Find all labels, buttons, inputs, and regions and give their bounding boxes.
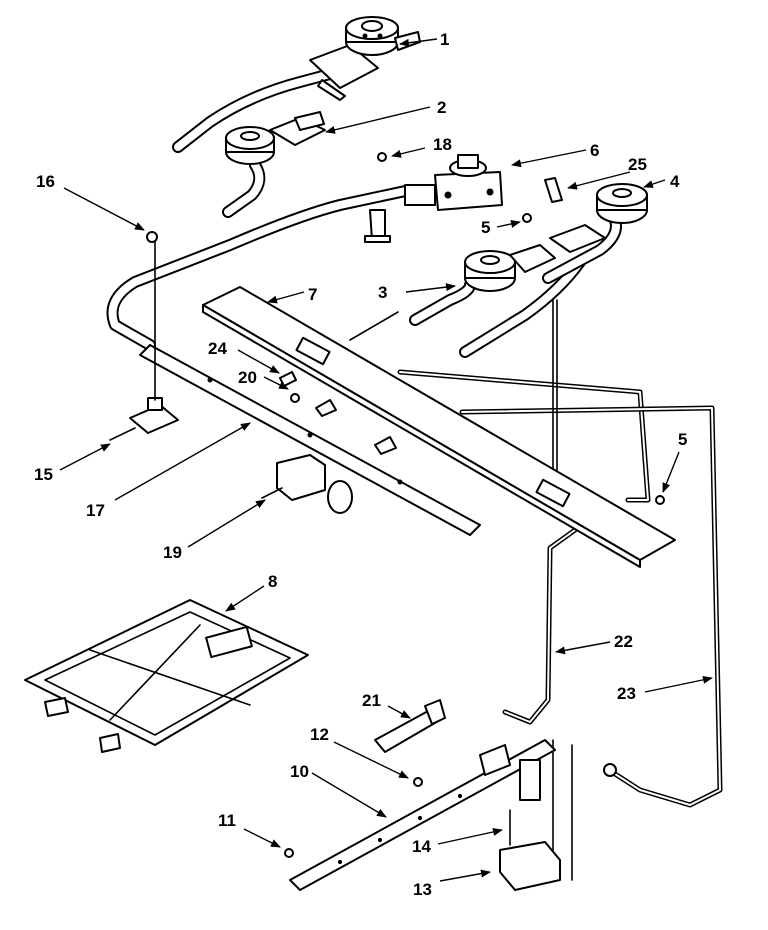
regulator-bracket (364, 209, 391, 243)
callout-8: 8 (268, 572, 277, 591)
callout-6: 6 (590, 141, 599, 160)
callout-7: 7 (308, 285, 317, 304)
callout-1: 1 (440, 30, 449, 49)
callout-15: 15 (34, 465, 53, 484)
callout-labels: 1 2 3 4 5 5 6 7 8 10 11 12 13 14 15 16 1… (34, 30, 687, 899)
orifice-fittings (279, 311, 399, 455)
callout-22: 22 (614, 632, 633, 651)
callout-17: 17 (86, 501, 105, 520)
manifold-pipe (139, 344, 481, 536)
oven-valve (499, 759, 617, 891)
leader-arrows (59, 38, 713, 882)
callout-19: 19 (163, 543, 182, 562)
callout-3: 3 (378, 283, 387, 302)
callout-4: 4 (670, 172, 680, 191)
surface-burner-4 (542, 183, 648, 284)
callout-2: 2 (437, 98, 446, 117)
callout-16: 16 (36, 172, 55, 191)
thermostat-capillary-line (397, 369, 723, 808)
oven-burner (289, 739, 556, 891)
igniter-switch (261, 454, 353, 514)
callout-5-upper: 5 (481, 218, 490, 237)
burner-supply-tube (106, 184, 416, 351)
oven-igniter (374, 699, 446, 753)
screws (146, 152, 665, 858)
surface-burner-1 (172, 16, 421, 153)
burner-valve (109, 239, 179, 441)
callout-14: 14 (412, 837, 431, 856)
pressure-regulator (404, 154, 503, 211)
surface-burner-3 (409, 244, 586, 358)
burner-cover-plate (24, 599, 309, 753)
callout-25: 25 (628, 155, 647, 174)
oven-burner-tube (502, 527, 578, 725)
callout-21: 21 (362, 691, 381, 710)
surface-burner-2 (222, 111, 326, 218)
callout-23: 23 (617, 684, 636, 703)
manifold-panel (202, 286, 676, 568)
callout-12: 12 (310, 725, 329, 744)
callout-5-right: 5 (678, 430, 687, 449)
callout-24: 24 (208, 339, 227, 358)
tube-clip (544, 177, 563, 203)
callout-18: 18 (433, 135, 452, 154)
callout-10: 10 (290, 762, 309, 781)
callout-11: 11 (218, 811, 236, 830)
callout-13: 13 (413, 880, 432, 899)
callout-20: 20 (238, 368, 257, 387)
